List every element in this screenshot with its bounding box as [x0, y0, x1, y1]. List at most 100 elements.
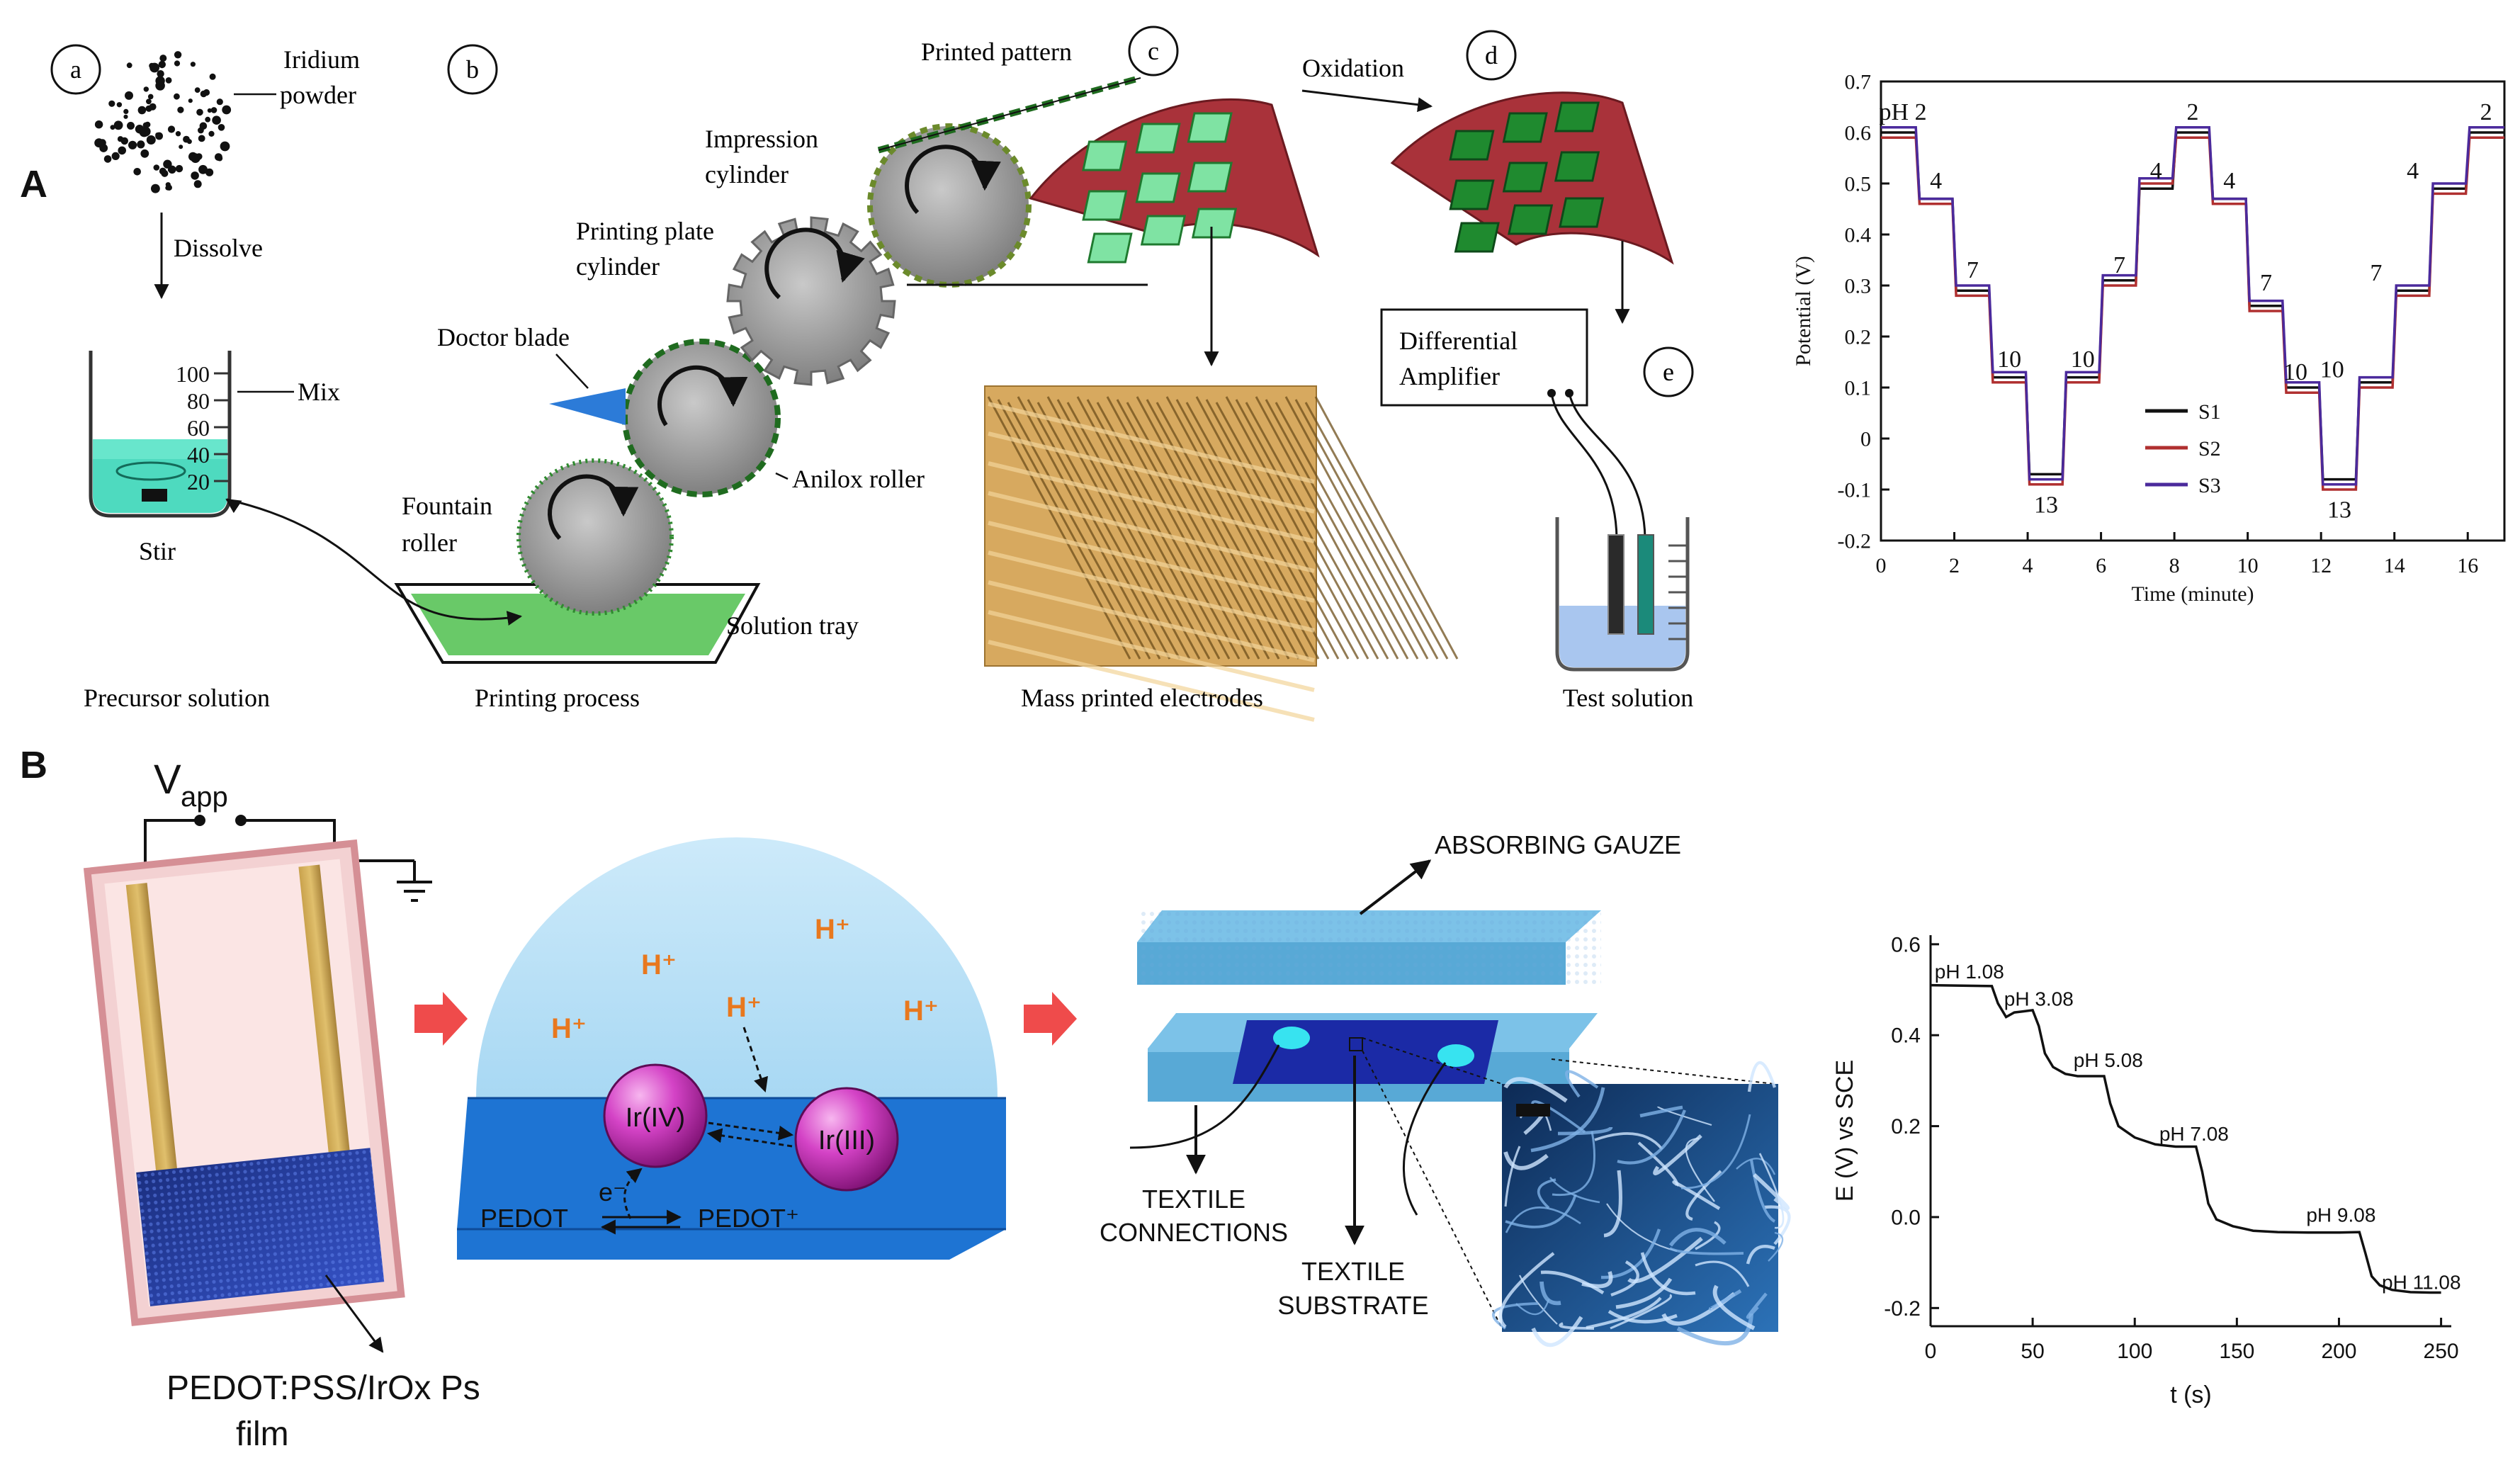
x-tick-label: 8 — [2169, 554, 2180, 577]
legend-label: S2 — [2198, 437, 2221, 460]
textile-connections-label-2: CONNECTIONS — [1100, 1218, 1288, 1247]
x-axis-label: Time (minute) — [2131, 582, 2254, 606]
doctor-blade — [549, 388, 626, 425]
powder-particle — [110, 125, 115, 130]
electrode-pad — [1502, 112, 1548, 143]
fiber — [1627, 1236, 1703, 1284]
electron-label: e⁻ — [599, 1177, 626, 1206]
electrode-trace — [1205, 399, 1350, 660]
sublabel-e: e — [1663, 358, 1674, 386]
electrode-trace-cross — [988, 580, 1315, 662]
ph-label: pH 2 — [1880, 99, 1927, 125]
ph-label: pH 1.08 — [1935, 961, 2004, 983]
red-arrow-2 — [1024, 992, 1077, 1046]
powder-particle — [188, 152, 198, 162]
impression-label: Impression — [705, 125, 818, 153]
fiber — [1672, 1180, 1721, 1210]
series-line-s1 — [1881, 131, 2504, 481]
fiber — [1695, 1221, 1721, 1250]
electrode-trace — [1185, 402, 1330, 660]
powder-particle — [127, 122, 135, 130]
fiber — [1608, 1309, 1678, 1324]
fiber — [1640, 1252, 1696, 1296]
electrode-pad — [1082, 140, 1128, 171]
fiber — [1557, 1126, 1613, 1136]
ir-iii-label: Ir(III) — [818, 1126, 875, 1155]
powder-particle — [145, 105, 152, 112]
powder-particle — [108, 100, 115, 107]
fiber — [1695, 1260, 1750, 1287]
powder-particle — [147, 94, 154, 100]
y-tick-label: 0.3 — [1845, 275, 1872, 298]
electrode-trace — [1195, 396, 1340, 660]
fiber — [1746, 1245, 1775, 1265]
fiber — [1515, 1299, 1550, 1316]
electrode-trace — [1076, 396, 1221, 660]
ph-label: 7 — [2370, 260, 2382, 286]
powder-particle — [177, 106, 184, 113]
sublabel-a-circle — [50, 44, 101, 95]
printed-pattern-label: Printed pattern — [921, 38, 1072, 66]
powder-particle — [209, 73, 216, 80]
y-tick-label: 0 — [1860, 428, 1871, 451]
electrode-trace-cross — [988, 610, 1315, 692]
ir-iv-label: Ir(IV) — [626, 1103, 685, 1133]
x-tick-label: 50 — [2021, 1340, 2044, 1363]
electrode-trace — [1235, 399, 1379, 660]
powder-particle — [167, 125, 176, 133]
electrode-pad — [1087, 232, 1133, 264]
powder-particle — [163, 159, 172, 169]
hplus-3: H⁺ — [641, 949, 677, 980]
powder-particle — [128, 140, 137, 149]
cylinder-label-2: cylinder — [576, 252, 660, 281]
powder-particle — [125, 91, 133, 100]
electrode-trace — [1146, 399, 1290, 660]
electrode-trace — [1284, 396, 1429, 660]
ph-label: 7 — [2113, 252, 2125, 278]
electrode-pad — [1454, 222, 1500, 253]
electrode-left — [1608, 534, 1625, 635]
fiber — [1685, 1137, 1715, 1202]
beaker-tick-label: 20 — [187, 469, 210, 495]
hplus-2: H⁺ — [815, 914, 850, 945]
gear-shape — [726, 216, 896, 386]
hplus-5: H⁺ — [903, 995, 939, 1027]
x-tick-label: 0 — [1876, 554, 1887, 577]
y-tick-label: -0.2 — [1884, 1297, 1921, 1321]
electrode-trace — [1175, 399, 1320, 660]
doctor-blade-label: Doctor blade — [437, 323, 570, 351]
fiber — [1668, 1228, 1727, 1247]
test-beaker — [1555, 517, 1690, 672]
x-tick-label: 12 — [2310, 554, 2332, 577]
powder-particle — [196, 153, 203, 160]
series-line-s2 — [1881, 136, 2504, 491]
ph-label: 4 — [1930, 168, 1942, 194]
electrode-pad — [1187, 162, 1233, 193]
electrode-trace-cross — [988, 550, 1315, 633]
ph-label: pH 11.08 — [2382, 1271, 2461, 1293]
dissolve-label: Dissolve — [174, 234, 263, 262]
fiber — [1708, 1289, 1742, 1311]
gold-electrode-left — [125, 883, 179, 1181]
powder-particle — [99, 144, 108, 152]
series-line-s3 — [1881, 126, 2504, 486]
test-solution-label: Test solution — [1563, 684, 1693, 712]
ph-label: 10 — [2320, 357, 2344, 383]
fiber — [1504, 1146, 1521, 1207]
electrode-trace — [1027, 399, 1171, 660]
beaker-tick-label: 80 — [187, 388, 210, 414]
ir-iii-sphere — [794, 1087, 899, 1192]
powder-particle — [137, 106, 147, 115]
panel-label-b: B — [20, 744, 47, 786]
y-tick-label: 0.1 — [1845, 377, 1872, 400]
electrode-trace — [1275, 402, 1419, 660]
iridium-label: Iridium — [283, 45, 360, 74]
panel-b-film: V app PEDOT:PSS/IrOx Ps film — [83, 757, 480, 1453]
fiber — [1503, 1077, 1568, 1103]
electrode-trace — [1255, 396, 1399, 660]
x-axis-label: t (s) — [2170, 1381, 2212, 1408]
fiber — [1606, 1203, 1678, 1253]
